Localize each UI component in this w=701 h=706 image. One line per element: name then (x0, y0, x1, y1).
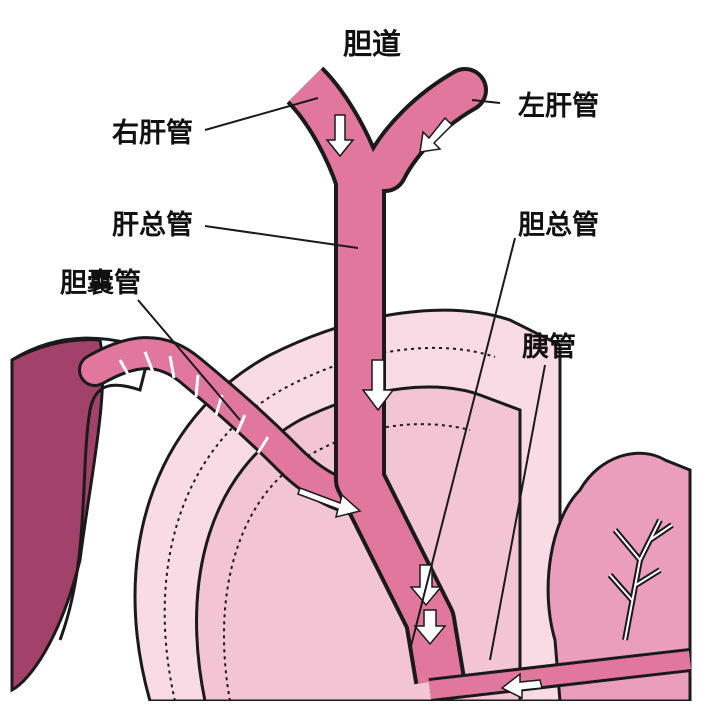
gallbladder (10, 336, 152, 693)
diagram-title: 胆道 (343, 27, 402, 61)
cystic-duct (78, 336, 397, 522)
arrow-common-hepatic (361, 359, 395, 412)
label-pancreatic-duct: 胰管 (522, 332, 576, 363)
arrow-left-hepatic (419, 116, 454, 153)
label-left-hepatic-duct: 左肝管 (518, 91, 599, 122)
bile-ducts (286, 66, 692, 702)
arrow-right-hepatic (325, 114, 355, 158)
label-common-hepatic-duct: 肝总管 (112, 210, 193, 241)
pancreas (546, 451, 692, 703)
arrow-pancreatic (500, 672, 543, 700)
leader-lines (137, 97, 546, 661)
arrow-cystic (297, 487, 362, 519)
flow-arrows (297, 114, 543, 700)
label-right-hepatic-duct: 右肝管 (112, 118, 193, 149)
arrow-cbd-lower (413, 609, 447, 646)
label-common-bile-duct: 胆总管 (518, 210, 599, 241)
label-cystic-duct: 胆囊管 (60, 268, 141, 299)
